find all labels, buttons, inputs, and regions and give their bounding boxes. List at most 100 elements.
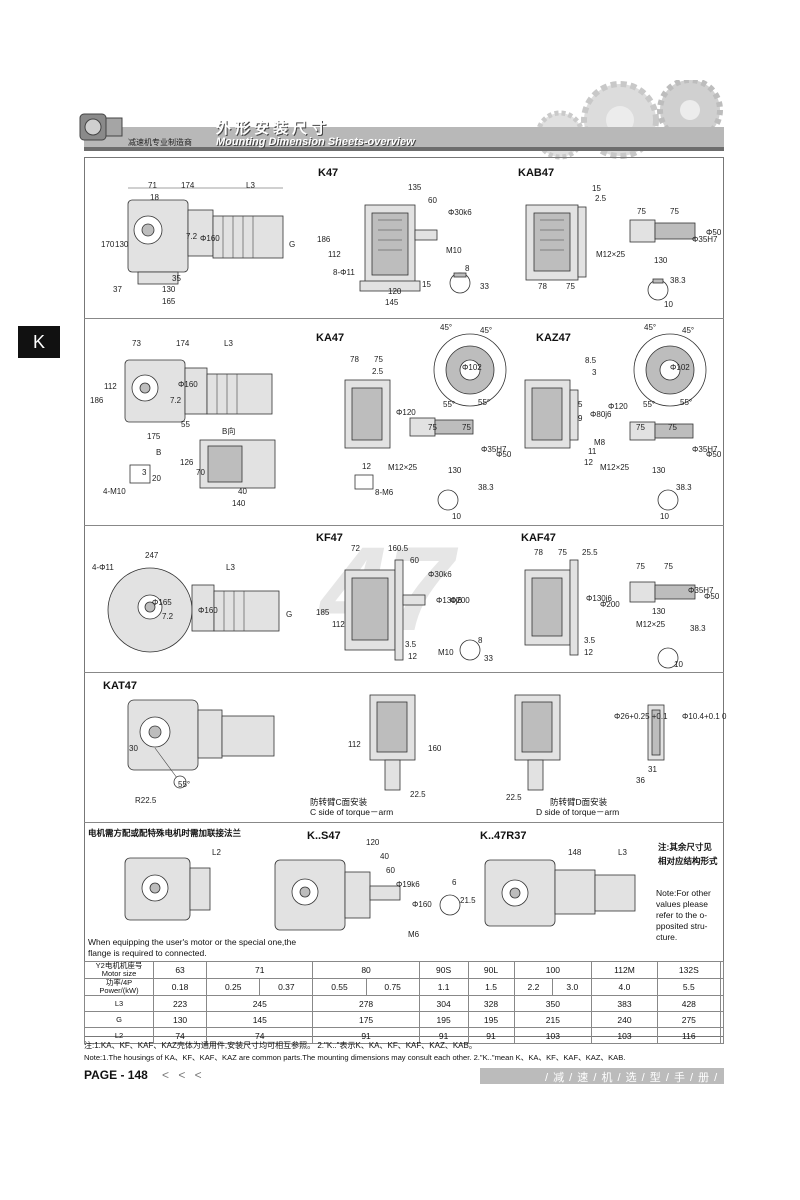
kat47-d-side-drawing: [514, 694, 561, 791]
dim-label: Φ19k6: [396, 880, 420, 889]
dim-label: 55°: [680, 398, 693, 407]
table-cell: 80: [312, 961, 420, 979]
dim-label: 75: [636, 423, 645, 432]
ks47-drawing: [274, 859, 461, 931]
dim-label: Φ30k6: [448, 208, 472, 217]
dim-label: 12: [408, 652, 417, 661]
table-cell: 3.0: [552, 978, 593, 996]
dim-label: 8.5: [585, 356, 597, 365]
table-row: 功率/4P Power/(kW) 0.18 0.25 0.37 0.55 0.7…: [84, 978, 725, 996]
table-cell: 0.25: [206, 978, 261, 996]
dim-label: 135: [408, 183, 422, 192]
dim-label: 75: [637, 207, 646, 216]
dim-label: 55°: [478, 398, 491, 407]
dim-label: 140: [232, 499, 246, 508]
table-cell: [719, 961, 725, 979]
dim-label: 3: [592, 368, 597, 377]
dim-label: 12: [362, 462, 371, 471]
dim-label: 12: [584, 648, 593, 657]
table-cell: 240: [591, 1011, 658, 1028]
table-cell: 0.18: [152, 978, 208, 996]
table-cell: 0.75: [365, 978, 420, 996]
dim-label: 112: [104, 382, 117, 391]
dim-label: 60: [428, 196, 437, 205]
dim-label: M10: [438, 648, 454, 657]
k47r37-drawing: [484, 859, 636, 927]
dim-label: 45°: [644, 323, 657, 332]
dim-label: M10: [446, 246, 462, 255]
table-cell: 63: [152, 961, 208, 979]
dim-label: Φ120: [608, 402, 628, 411]
dim-label: M8: [594, 438, 606, 447]
dim-label: 55°: [643, 400, 656, 409]
dim-label: 75: [462, 423, 471, 432]
model-label-kf47: KF47: [316, 532, 343, 544]
dim-label: 55°: [443, 400, 456, 409]
table-cell: 0.37: [259, 978, 314, 996]
dim-label: 70: [196, 468, 205, 477]
table-header-cell: L3: [84, 995, 154, 1012]
dim-label: 160.5: [388, 544, 409, 553]
dim-label: 75: [636, 562, 645, 571]
header-rule: [84, 147, 724, 151]
dim-label: 170: [101, 240, 115, 249]
caption-c-side-cn: 防转臂C面安装: [310, 797, 368, 807]
table-header-cell: G: [84, 1011, 154, 1028]
table-cell: 91: [467, 1027, 515, 1044]
dim-label: L3: [246, 181, 255, 190]
dim-label: Φ35H7: [692, 445, 718, 454]
page-number: PAGE - 148: [84, 1068, 148, 1082]
dim-label: 5: [578, 400, 583, 409]
table-cell: 195: [418, 1011, 469, 1028]
torque-arm-bushing-drawing: [647, 704, 665, 761]
caption-c-side-en: C side of torque－arm: [310, 807, 394, 817]
footer-brand: / 减 / 速 / 机 / 选 / 型 / 手 / 册 /: [545, 1072, 719, 1084]
kab47-drawings: [525, 204, 696, 301]
dim-label: 71: [148, 181, 157, 190]
dim-label: Φ26+0.25 +0.1: [614, 712, 668, 721]
dim-label: 75: [664, 562, 673, 571]
dim-label: 30: [129, 744, 138, 753]
table-cell: 328: [467, 995, 515, 1012]
dim-label: Φ165: [152, 598, 172, 607]
dim-label: Φ120: [396, 408, 416, 417]
kat47-c-side-drawing: [369, 694, 416, 791]
dim-label: Φ80j6: [590, 410, 612, 419]
dim-label: 22.5: [410, 790, 426, 799]
dim-label: 4-M10: [103, 487, 126, 496]
table-cell: 91: [418, 1027, 469, 1044]
section-tab-k[interactable]: K: [18, 326, 60, 358]
footnote-en: Note:1.The housings of KA、KF、KAF、KAZ are…: [84, 1053, 626, 1062]
dim-label: 75: [374, 355, 383, 364]
page-arrows: < < <: [162, 1068, 205, 1082]
table-cell: [719, 978, 725, 996]
dim-label: 2.5: [595, 194, 607, 203]
table-cell: 383: [591, 995, 658, 1012]
dim-label: Φ130j6: [436, 596, 462, 605]
dim-label: B: [156, 448, 162, 457]
dim-label: Φ50: [496, 450, 512, 459]
dim-label: 8-Φ11: [333, 268, 355, 277]
table-cell: 132S: [656, 961, 721, 979]
table-cell: [719, 995, 725, 1012]
dim-label: 112: [328, 250, 341, 259]
dim-label: 15: [422, 280, 431, 289]
dim-label: 38.3: [478, 483, 494, 492]
table-header-cell: Y2电机机座号 Motor size: [84, 961, 154, 979]
dim-label: 73: [132, 339, 141, 348]
table-cell: 195: [467, 1011, 515, 1028]
dim-label: R22.5: [135, 796, 157, 805]
dim-label: 18: [150, 193, 159, 202]
header-cn: Y2电机机座号: [95, 961, 143, 970]
dim-label: 185: [316, 608, 330, 617]
dim-label: 174: [181, 181, 195, 190]
model-label-k47r37: K..47R37: [480, 830, 527, 842]
table-cell: 130: [152, 1011, 208, 1028]
table-cell: 103: [591, 1027, 658, 1044]
dim-label: 45°: [480, 326, 493, 335]
other-dims-note-en: Note:For other values please refer to th…: [656, 888, 711, 942]
kf47-front-drawing: [344, 559, 481, 661]
dim-label: 8-M6: [375, 488, 394, 497]
dim-label: 8: [478, 636, 483, 645]
dim-label: 186: [317, 235, 331, 244]
